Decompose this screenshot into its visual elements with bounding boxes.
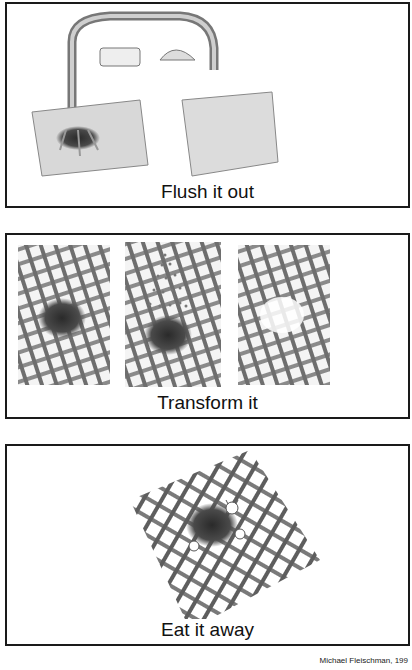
eat-illustration: [120, 445, 330, 635]
transform-illustration: [18, 242, 330, 387]
panel-caption-row: Eat it away: [7, 619, 408, 641]
illustration-panel: Transform it: [5, 233, 410, 419]
panel-caption-row: Flush it out: [7, 181, 408, 203]
panel-caption-row: Transform it: [7, 392, 408, 414]
illustration-panel: Flush it out: [5, 2, 410, 208]
flush-illustration: [32, 16, 278, 176]
panel-caption: Eat it away: [158, 619, 257, 640]
panel-caption: Transform it: [154, 392, 261, 413]
credit-note: Michael Fleischman, 199: [320, 656, 408, 665]
panel-caption: Flush it out: [158, 181, 257, 202]
illustration-panel: Eat it away: [5, 444, 410, 646]
